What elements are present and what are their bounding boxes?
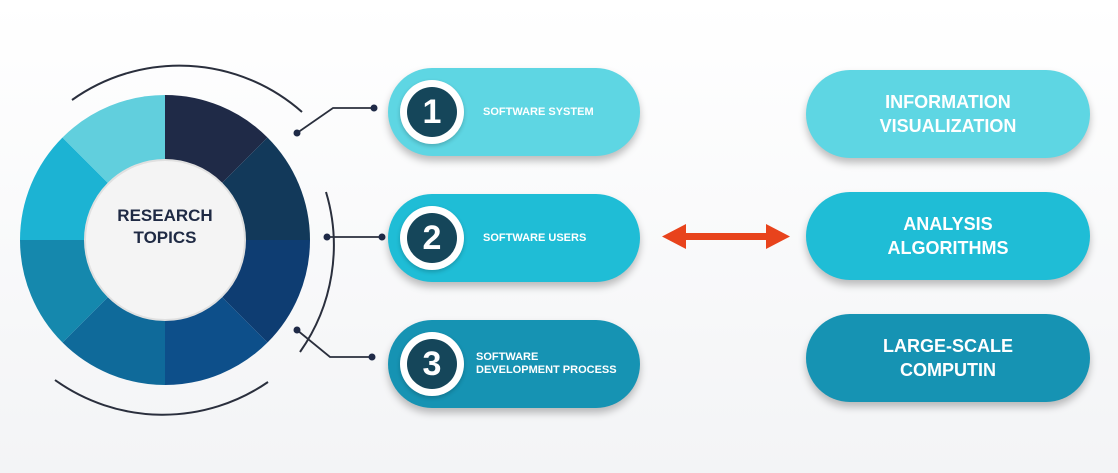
- number-badge: 2: [400, 206, 464, 270]
- area-label-line1: ANALYSIS: [903, 214, 993, 234]
- connector-2-dot-end: [378, 233, 386, 241]
- area-label: ANALYSIS ALGORITHMS: [888, 212, 1009, 260]
- topic-label: SOFTWARE SYSTEM: [483, 68, 633, 156]
- topic-pill-software-users: 2 SOFTWARE USERS: [388, 194, 640, 282]
- topic-label: SOFTWARE USERS: [483, 194, 633, 282]
- area-label-line2: VISUALIZATION: [879, 116, 1017, 136]
- number-3: 3: [407, 339, 457, 389]
- area-label: INFORMATION VISUALIZATION: [880, 90, 1017, 138]
- double-arrow: [662, 224, 790, 249]
- topic-label-line1: SOFTWARE SYSTEM: [483, 105, 594, 118]
- outer-arc-right: [299, 191, 335, 353]
- topic-label-line2: DEVELOPMENT PROCESS: [476, 364, 617, 376]
- area-label-line2: ALGORITHMS: [887, 238, 1009, 258]
- area-pill-analysis-algorithms: ANALYSIS ALGORITHMS: [806, 192, 1090, 280]
- topic-pill-software-development-process: 3 SOFTWARE DEVELOPMENT PROCESS: [388, 320, 640, 408]
- connector-2-dot-start: [323, 233, 331, 241]
- number-badge: 1: [400, 80, 464, 144]
- area-label-line1: LARGE-SCALE: [883, 336, 1013, 356]
- area-label-line1: INFORMATION: [885, 92, 1011, 112]
- number-badge: 3: [400, 332, 464, 396]
- area-pill-large-scale-computin: LARGE-SCALE COMPUTIN: [806, 314, 1090, 402]
- arrow-head-left: [662, 224, 686, 249]
- area-pill-information-visualization: INFORMATION VISUALIZATION: [806, 70, 1090, 158]
- connector-1: [296, 107, 374, 134]
- connector-3-dot-end: [368, 353, 376, 361]
- connector-1-dot-start: [293, 129, 301, 137]
- area-label: LARGE-SCALE COMPUTIN: [883, 334, 1013, 382]
- number-2: 2: [407, 213, 457, 263]
- outer-arc-top: [71, 64, 303, 113]
- connector-3-dot-start: [293, 326, 301, 334]
- arrow-shaft: [682, 233, 770, 240]
- topic-label: SOFTWARE DEVELOPMENT PROCESS: [476, 320, 626, 408]
- number-1: 1: [407, 87, 457, 137]
- connector-3: [296, 329, 372, 358]
- topic-pill-software-system: 1 SOFTWARE SYSTEM: [388, 68, 640, 156]
- center-title-line2: TOPICS: [133, 228, 197, 247]
- center-title: RESEARCH TOPICS: [95, 205, 235, 249]
- outer-arc-bottom: [54, 379, 269, 416]
- topic-label-line1: SOFTWARE USERS: [483, 231, 587, 244]
- connector-1-dot-end: [370, 104, 378, 112]
- center-circle: [84, 159, 246, 321]
- topic-label-line1: SOFTWARE: [476, 351, 539, 363]
- arrow-head-right: [766, 224, 790, 249]
- center-title-line1: RESEARCH: [117, 206, 213, 225]
- area-label-line2: COMPUTIN: [900, 360, 996, 380]
